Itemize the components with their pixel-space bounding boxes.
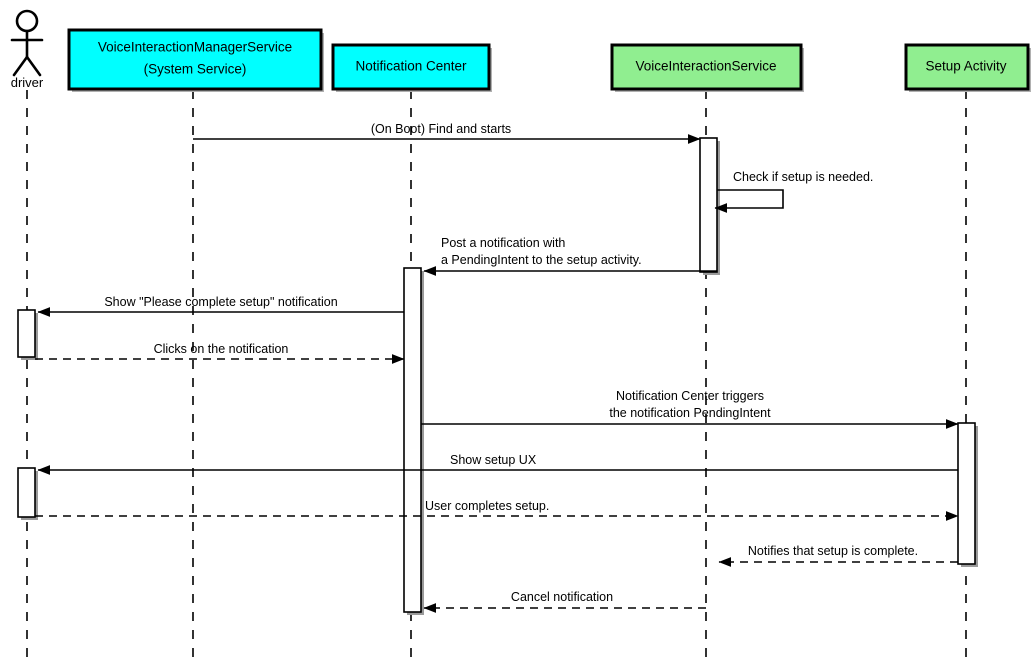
activation-vis xyxy=(699,137,718,273)
message-label-m8: User completes setup. xyxy=(425,499,549,513)
setup-activity-box xyxy=(904,43,1030,91)
message-on-boot-find-and-starts[interactable]: (On Boot) Find and starts xyxy=(193,122,701,144)
message-label-m6-line2: the notification PendingIntent xyxy=(609,406,771,420)
activation-driver-1 xyxy=(17,309,36,358)
message-label-m2: Check if setup is needed. xyxy=(733,170,873,184)
vis-label: VoiceInteractionService xyxy=(635,59,776,74)
message-check-if-setup-is-needed[interactable]: Check if setup is needed. xyxy=(714,170,873,213)
message-label-m9: Notifies that setup is complete. xyxy=(748,544,918,558)
participant-vims[interactable]: VoiceInteractionManagerService (System S… xyxy=(67,28,324,92)
actor-driver[interactable]: driver xyxy=(10,9,44,90)
setup-activity-label: Setup Activity xyxy=(925,59,1006,74)
notification-center-box xyxy=(331,43,491,91)
participant-notification-center[interactable]: Notification Center xyxy=(331,43,492,92)
notification-center-label: Notification Center xyxy=(355,59,467,74)
actor-leg-left-icon xyxy=(12,55,29,77)
message-label-m4: Show "Please complete setup" notificatio… xyxy=(104,295,337,309)
vims-label-line1: VoiceInteractionManagerService xyxy=(98,40,292,55)
message-show-setup-ux[interactable]: Show setup UX xyxy=(37,453,958,475)
message-label-m3-line1: Post a notification with xyxy=(441,236,565,250)
actor-head-icon xyxy=(15,9,39,33)
message-show-please-complete-setup-notification[interactable]: Show "Please complete setup" notificatio… xyxy=(37,295,404,317)
message-label-m10: Cancel notification xyxy=(511,590,613,604)
activation-notification-center xyxy=(403,267,422,613)
message-clicks-on-the-notification[interactable]: Clicks on the notification xyxy=(35,342,405,364)
message-notification-center-triggers-pendingintent[interactable]: Notification Center triggers the notific… xyxy=(421,389,959,429)
activation-driver-2 xyxy=(17,467,36,518)
activation-bars-group xyxy=(17,137,978,615)
actor-driver-label: driver xyxy=(11,75,44,90)
message-user-completes-setup[interactable]: User completes setup. xyxy=(35,499,959,521)
message-cancel-notification[interactable]: Cancel notification xyxy=(423,590,706,613)
message-notifies-that-setup-is-complete[interactable]: Notifies that setup is complete. xyxy=(718,544,958,567)
participant-voiceinteractionservice[interactable]: VoiceInteractionService xyxy=(610,43,804,92)
message-label-m3-line2: a PendingIntent to the setup activity. xyxy=(441,253,642,267)
vims-box xyxy=(67,28,323,91)
message-label-m1: (On Boot) Find and starts xyxy=(371,122,511,136)
activation-setup-activity xyxy=(957,422,976,565)
actor-leg-right-icon xyxy=(25,55,42,77)
vis-box xyxy=(610,43,803,91)
participant-setup-activity[interactable]: Setup Activity xyxy=(904,43,1031,92)
message-post-a-notification[interactable]: Post a notification with a PendingIntent… xyxy=(423,236,717,276)
message-label-m5: Clicks on the notification xyxy=(154,342,289,356)
message-label-m6-line1: Notification Center triggers xyxy=(616,389,764,403)
vims-label-line2: (System Service) xyxy=(144,62,247,77)
message-arrow-m2-self xyxy=(714,189,784,213)
message-label-m7: Show setup UX xyxy=(450,453,537,467)
